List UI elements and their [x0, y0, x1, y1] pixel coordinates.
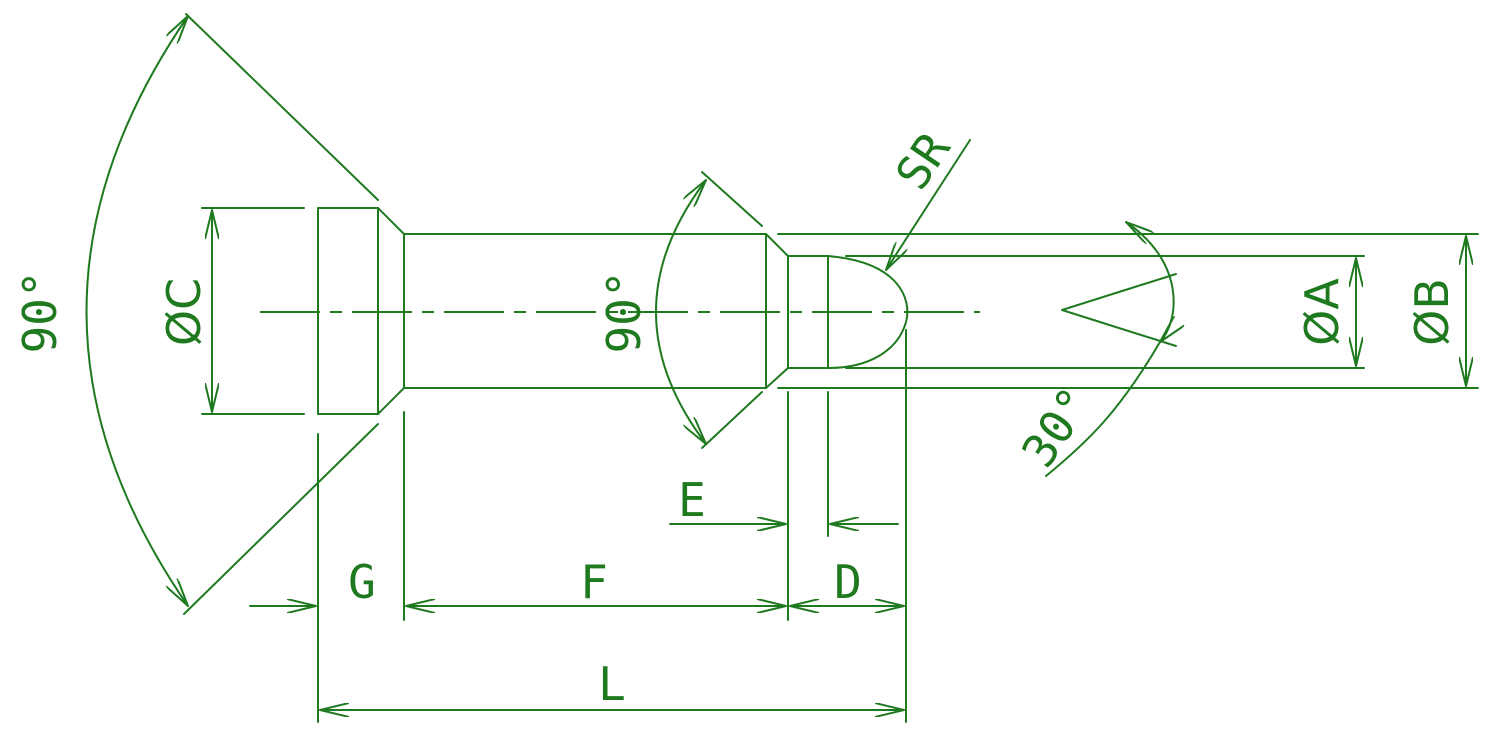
leader-SR — [885, 139, 971, 271]
label-dia-A: ØA — [1295, 278, 1349, 346]
label-radius: SR — [885, 123, 961, 199]
label-E: E — [678, 473, 706, 527]
spherical-tip — [827, 255, 909, 369]
head-angle-arc — [85, 15, 189, 607]
shoulder-angle-arc — [655, 179, 707, 445]
label-dia-C: ØC — [157, 278, 211, 346]
extension-lines — [183, 13, 1479, 723]
label-tip-angle: 30° — [1011, 378, 1102, 477]
tip-angle-arc — [1125, 221, 1174, 343]
label-G: G — [348, 555, 376, 609]
label-head-angle: 90° — [13, 270, 67, 353]
dimension-lines — [85, 15, 1467, 710]
tip-angle-leader — [1045, 341, 1161, 477]
label-F: F — [580, 555, 608, 609]
label-D: D — [834, 555, 862, 609]
label-dia-B: ØB — [1405, 278, 1459, 346]
label-L: L — [598, 657, 626, 711]
shoulder-chamfer — [765, 233, 789, 389]
tip-angle-v — [1061, 273, 1177, 347]
label-shoulder-angle: 90° — [597, 270, 651, 353]
